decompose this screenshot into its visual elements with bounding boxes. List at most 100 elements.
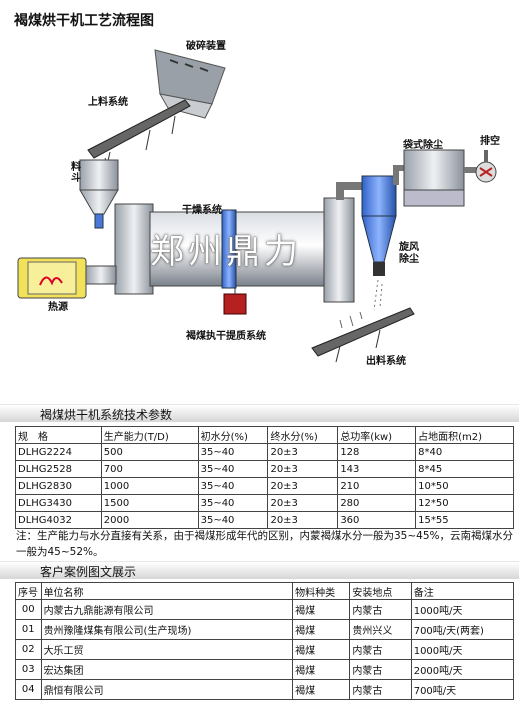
discharge-conveyor xyxy=(311,307,415,363)
bag-filter-label: 袋式除尘 xyxy=(403,140,443,151)
spec-table: 规 格生产能力(T/D)初水分(%)终水分(%)总功率(kw)占地面积(m2) … xyxy=(15,426,514,529)
case-table-cell: 1000吨/天 xyxy=(410,599,515,620)
case-table-cell: 1000吨/天 xyxy=(410,639,515,660)
heat-source-furnace xyxy=(17,257,117,299)
spec-table-cell: 143 xyxy=(337,460,417,478)
page-title: 褐煤烘干机工艺流程图 xyxy=(14,13,154,29)
spec-table-cell: 20±3 xyxy=(267,511,339,529)
watermark-text: 郑州鼎力 xyxy=(150,232,302,272)
spec-table-cell: 2000 xyxy=(100,511,199,529)
spec-column-header: 初水分(%) xyxy=(197,426,269,444)
spec-table-cell: DLHG4032 xyxy=(15,511,102,529)
feed-conveyor-label: 上料系统 xyxy=(88,97,128,108)
case-table-cell: 褐煤 xyxy=(292,639,351,660)
spec-table-cell: 1500 xyxy=(100,494,199,512)
spec-table-cell: 20±3 xyxy=(267,460,339,478)
spec-column-header: 终水分(%) xyxy=(267,426,339,444)
case-table-cell: 04 xyxy=(15,679,42,700)
case-table-cell: 鼎恒有限公司 xyxy=(40,679,294,700)
case-column-header: 备注 xyxy=(410,582,515,600)
case-section-heading: 客户案例图文展示 xyxy=(40,565,137,579)
case-table-cell: 大乐工贸 xyxy=(40,639,294,660)
process-flow-svg xyxy=(17,49,497,363)
spec-table-cell: 15*55 xyxy=(415,511,514,529)
hopper-label: 料斗 xyxy=(71,162,81,184)
spec-table-cell: 128 xyxy=(337,443,417,461)
process-flow-diagram: 破碎装置 上料系统 料斗 干燥系统 热源 褐煤执干提质系统 袋式除尘 排空 旋风… xyxy=(0,28,519,400)
spec-section-heading: 褐煤烘干机系统技术参数 xyxy=(40,408,173,422)
case-table-cell: 内蒙古 xyxy=(349,679,412,700)
fan-label: 排空 xyxy=(480,136,500,147)
case-section-header: 客户案例图文展示 xyxy=(0,561,519,579)
spec-table-cell: 8*40 xyxy=(415,443,514,461)
spec-column-header: 生产能力(T/D) xyxy=(100,426,199,444)
case-table-cell: 贵州兴义 xyxy=(349,619,412,640)
spec-column-header: 总功率(kw) xyxy=(337,426,417,444)
spec-table-cell: 10*50 xyxy=(415,477,514,495)
case-column-header: 物料种类 xyxy=(292,582,351,600)
case-table-cell: 700吨/天(两套) xyxy=(410,619,515,640)
spec-table-cell: 35~40 xyxy=(197,511,269,529)
crusher-device xyxy=(154,49,226,119)
spec-note: 注：生产能力与水分直接有关系，由于褐煤形成年代的区别，内蒙褐煤水分一般为35~4… xyxy=(16,530,513,558)
spec-table-cell: 1000 xyxy=(100,477,199,495)
case-table-cell: 褐煤 xyxy=(292,679,351,700)
case-table-cell: 贵州豫隆煤集有限公司(生产现场) xyxy=(40,619,294,640)
spec-section-header: 褐煤烘干机系统技术参数 xyxy=(0,404,519,422)
spec-table-cell: 12*50 xyxy=(415,494,514,512)
spec-table-cell: 360 xyxy=(337,511,417,529)
case-table-cell: 内蒙古 xyxy=(349,659,412,680)
spec-column-header: 占地面积(m2) xyxy=(415,426,514,444)
case-table-cell: 内蒙古 xyxy=(349,639,412,660)
spec-table-cell: 500 xyxy=(100,443,199,461)
out-conveyor-label: 出料系统 xyxy=(366,356,406,367)
case-column-header: 安装地点 xyxy=(349,582,412,600)
case-header-row: 序号单位名称物料种类安装地点备注 xyxy=(15,582,515,600)
case-table-cell: 03 xyxy=(15,659,42,680)
case-table-cell: 内蒙古九鼎能源有限公司 xyxy=(40,599,294,620)
crusher-label: 破碎装置 xyxy=(186,41,226,52)
case-table-cell: 700吨/天 xyxy=(410,679,515,700)
case-table-cell: 宏达集团 xyxy=(40,659,294,680)
hopper xyxy=(79,159,119,229)
rotary-dryer-drum xyxy=(114,197,355,315)
spec-table-cell: 280 xyxy=(337,494,417,512)
spec-table-cell: 20±3 xyxy=(267,494,339,512)
spec-table-cell: DLHG2224 xyxy=(15,443,102,461)
case-table-cell: 00 xyxy=(15,599,42,620)
case-table-cell: 02 xyxy=(15,639,42,660)
case-column-header: 单位名称 xyxy=(40,582,294,600)
spec-table-cell: 35~40 xyxy=(197,494,269,512)
spec-table-cell: 35~40 xyxy=(197,460,269,478)
case-column-header: 序号 xyxy=(15,582,42,600)
spec-table-cell: 8*45 xyxy=(415,460,514,478)
spec-table-cell: 20±3 xyxy=(267,443,339,461)
case-table-cell: 褐煤 xyxy=(292,659,351,680)
spec-table-cell: 700 xyxy=(100,460,199,478)
spec-table-cell: DLHG2830 xyxy=(15,477,102,495)
exhaust-system-label: 褐煤执干提质系统 xyxy=(186,331,266,342)
case-table-cell: 01 xyxy=(15,619,42,640)
spec-table-cell: 20±3 xyxy=(267,477,339,495)
cyclone-label: 旋风除尘 xyxy=(399,242,419,265)
spec-header-row: 规 格生产能力(T/D)初水分(%)终水分(%)总功率(kw)占地面积(m2) xyxy=(15,426,514,444)
case-table-cell: 内蒙古 xyxy=(349,599,412,620)
cyclone-separator xyxy=(361,175,397,311)
case-table-cell: 2000吨/天 xyxy=(410,659,515,680)
dryer-system-label: 干燥系统 xyxy=(182,205,222,216)
spec-table-cell: 35~40 xyxy=(197,443,269,461)
spec-table-cell: 35~40 xyxy=(197,477,269,495)
bag-filter xyxy=(393,149,497,207)
